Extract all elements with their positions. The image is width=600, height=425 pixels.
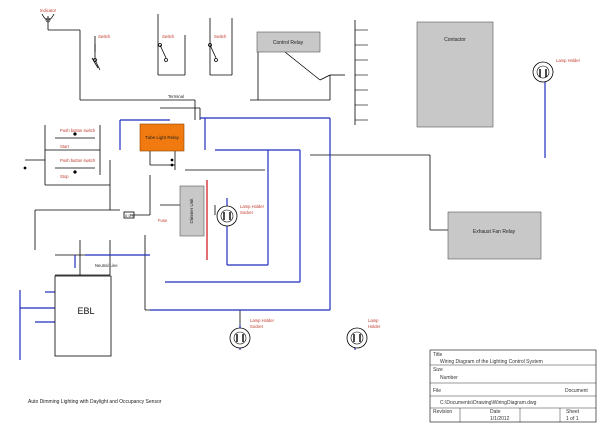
lamp-bottom-2-label: Lamp (368, 318, 379, 323)
tb-number-label: Number (440, 375, 458, 381)
lamp-bottom-2-label-b: Holder (368, 324, 381, 329)
fuse-label: Fuse (158, 218, 168, 223)
tb-date-label: Date (490, 409, 501, 415)
junction-dot-2 (170, 158, 174, 162)
lamp-center-label: Lamp Holder (240, 204, 265, 209)
exhaust-fan-relay-label: Exhaust Fan Relay (473, 229, 516, 235)
lamp-bottom-1-label: Lamp Holder (250, 318, 275, 323)
tb-file-label: File (433, 388, 441, 394)
switch-2-icon (158, 43, 168, 62)
lamp-holder-right-icon (532, 61, 554, 83)
tb-date-value: 1/1/2012 (490, 416, 510, 422)
lamp-right-label: Lamp Holder (556, 58, 581, 63)
terminal-strip-icon (355, 29, 368, 121)
push-button-start-icon (55, 132, 95, 139)
footer-note: Auto Dimming Lighting with Daylight and … (28, 399, 162, 405)
lamp-holder-bottom-1-icon (229, 327, 251, 349)
tb-revision-label: Revision (433, 409, 452, 415)
lamp-holder-bottom-2-icon (346, 327, 368, 349)
fuse-icon (123, 211, 135, 219)
dimmer-unit-box (179, 185, 205, 237)
control-relay-label: Control Relay (273, 40, 304, 46)
switch-1-icon (91, 44, 99, 69)
contactor-label: Contactor (444, 37, 466, 43)
dimmer-unit-label: Dimmer Unit (189, 198, 194, 224)
ebl-label: EBL (77, 306, 94, 316)
lamp-holder-center-icon (216, 205, 238, 227)
ebl-box (54, 275, 112, 357)
switch-3-label: Switch (214, 34, 227, 39)
tube-light-relay-label: Tube Light Relay (145, 135, 180, 140)
indicator-top-left (41, 13, 55, 23)
terminal-label: Terminal (168, 94, 184, 99)
push-start-label-b: Start (60, 144, 70, 149)
tb-doc-label: Document (565, 388, 588, 394)
lamp-bottom-1-label-b: Socket (250, 324, 264, 329)
lamp-center-label-b: Socket (240, 210, 254, 215)
push-stop-label-b: Stop (60, 174, 69, 179)
switch-1-label: Switch (98, 34, 111, 39)
tb-title-label: Title (433, 352, 442, 358)
tb-sheet-label: Sheet (566, 409, 580, 415)
tb-size-label: Size (433, 367, 443, 373)
switch-3-icon (208, 43, 218, 62)
blue-wires (19, 82, 546, 360)
tube-light-relay-box (139, 123, 185, 152)
neutral-line-label: Neutral Line (95, 263, 118, 268)
push-button-stop-icon (55, 167, 95, 174)
tb-title-value: Wiring Diagram of the Lighting Control S… (440, 359, 543, 365)
switch-2-label: Switch (162, 34, 175, 39)
junction-dot-1 (23, 166, 27, 170)
indicator-label: Indicator (40, 8, 57, 13)
push-stop-label: Push button switch (60, 158, 96, 163)
exhaust-fan-relay-box (447, 211, 542, 260)
push-start-label: Push button switch (60, 128, 96, 133)
black-wires (25, 14, 448, 335)
junction-dot-3 (170, 163, 174, 167)
tb-sheet-value: 1 of 1 (566, 416, 579, 422)
contactor-box (416, 21, 494, 128)
title-block: Title Wiring Diagram of the Lighting Con… (429, 349, 597, 423)
control-relay-box (256, 31, 321, 53)
connector-text: o o o (125, 213, 135, 218)
tb-file-value: C:\Documents\Drawing\WiringDiagram.dwg (440, 400, 537, 406)
